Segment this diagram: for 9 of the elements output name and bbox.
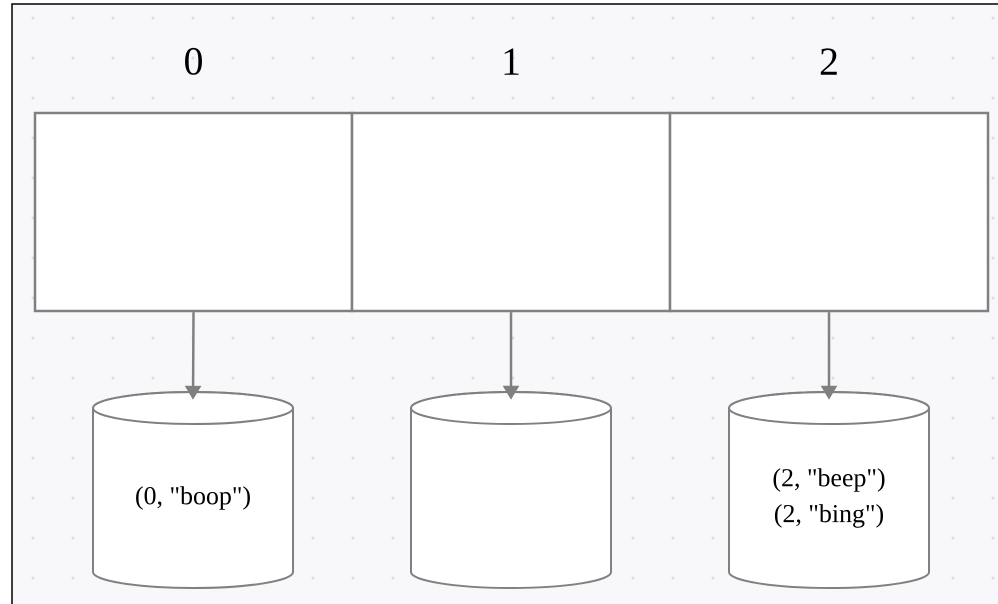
table-cell: 2	[668, 48, 990, 312]
database-cylinder: (2, "beep") (2, "bing")	[728, 391, 930, 589]
table-cell: 1	[350, 48, 672, 312]
node-label: 0	[185, 48, 202, 75]
table-cell: 0	[34, 48, 354, 312]
database-cylinder	[410, 391, 612, 589]
database-cylinder: (0, "boop")	[92, 391, 294, 589]
node-label: 1	[504, 48, 519, 75]
node-label: 2	[820, 48, 837, 75]
